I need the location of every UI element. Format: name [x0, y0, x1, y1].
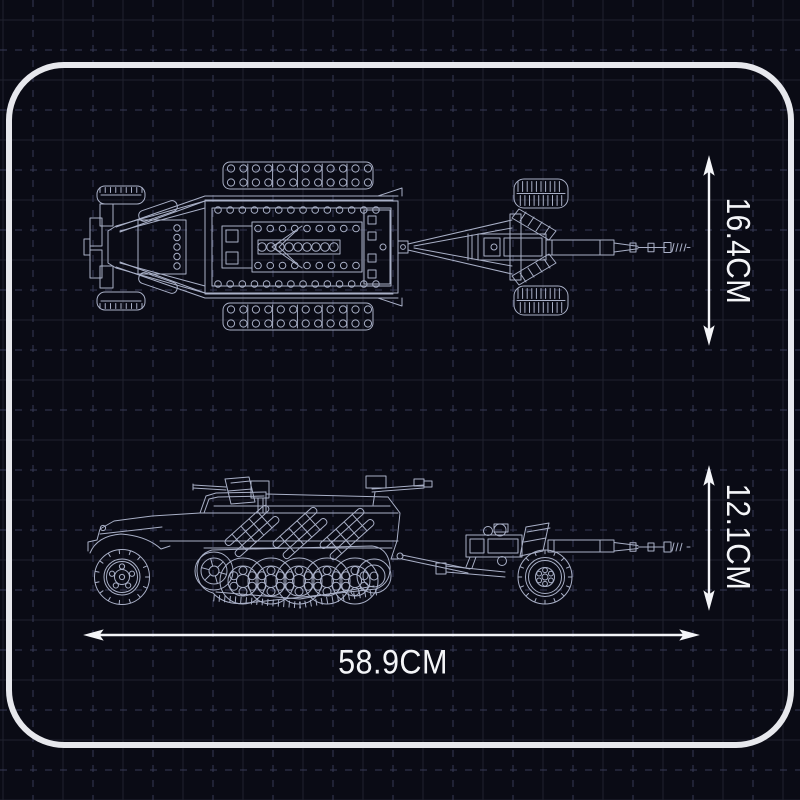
top-view-track-bands — [222, 161, 374, 331]
top-view-gun-barrel — [545, 239, 691, 256]
side-view-front-wheel — [94, 549, 150, 605]
side-view-halftrack-with-towed-gun — [87, 475, 691, 609]
side-view-track-assembly — [194, 545, 392, 605]
side-view-front-machine-gun — [192, 476, 270, 514]
top-view-hull — [204, 200, 409, 294]
blueprint-frame-border — [6, 62, 794, 748]
side-view-height-dimension-arrow — [703, 465, 715, 611]
dimension-label-side-view-height: 12.1CM — [720, 483, 757, 591]
dimension-label-top-view-height: 16.4CM — [720, 197, 757, 305]
top-view-front-wheels — [83, 185, 146, 311]
side-view-towed-gun — [465, 522, 691, 605]
top-view-stud-rows — [173, 206, 380, 288]
dimension-arrows — [83, 155, 715, 641]
top-view-height-dimension-arrow — [703, 155, 715, 346]
dimension-label-overall-length: 58.9CM — [338, 643, 448, 682]
top-view-halftrack-with-towed-gun — [83, 161, 691, 331]
side-view-generated-details — [94, 549, 573, 605]
side-view-rear-machine-gun — [365, 475, 433, 506]
side-view-hull — [87, 491, 401, 560]
side-view-tow-trail — [396, 552, 506, 578]
top-view-engine-hood — [107, 195, 206, 299]
top-view-gun-tires — [513, 178, 569, 316]
top-view-side-skirts — [204, 187, 403, 307]
length-dimension-arrow — [83, 629, 700, 641]
side-view-track-links — [213, 588, 378, 609]
top-view-towed-gun-carriage — [407, 208, 557, 286]
